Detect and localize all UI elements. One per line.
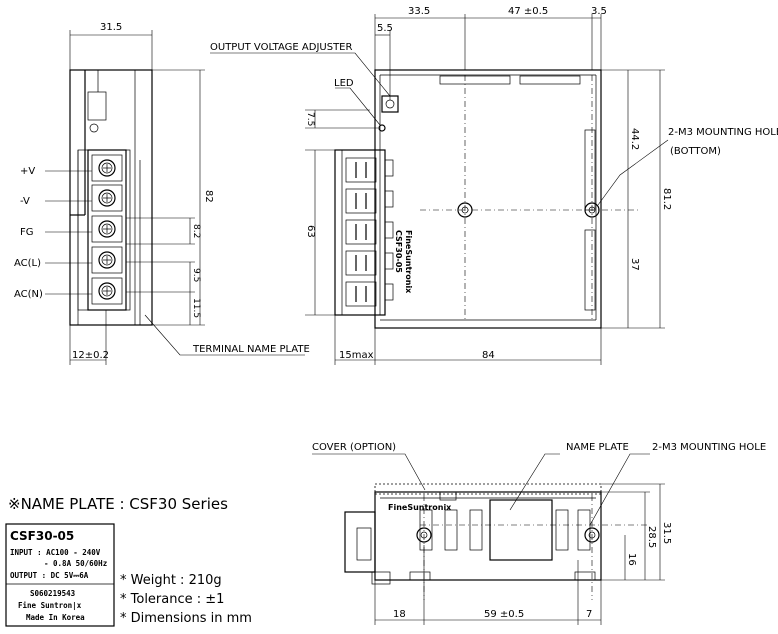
name-plate-heading: ※NAME PLATE : CSF30 Series	[8, 495, 228, 513]
dim-63: 63	[305, 225, 316, 238]
top-terminal-block	[334, 149, 386, 316]
name-plate-section: ※NAME PLATE : CSF30 Series CSF30-05 INPU…	[5, 495, 252, 627]
dim-44-2: 44.2	[629, 128, 640, 150]
dim-side-b: 9.5	[191, 268, 201, 282]
dim-adjuster: 5.5	[377, 23, 393, 34]
dim-15max: 15max	[339, 350, 374, 361]
note-weight: * Weight : 210g	[120, 573, 222, 588]
plate-model: CSF30-05	[10, 529, 74, 543]
mounting-hole-right	[584, 202, 600, 218]
dim-led: 7.5	[305, 112, 315, 126]
dim-7: 7	[586, 609, 592, 620]
plate-origin: Made In Korea	[26, 613, 85, 622]
plate-input-2: - 0.8A 50/60Hz	[44, 559, 107, 568]
note-tolerance: * Tolerance : ±1	[120, 592, 224, 607]
dim-side-terminal-offset: 12±0.2	[72, 350, 109, 361]
mounting-hole-label: 2-M3 MOUNTING HOLE	[668, 127, 778, 138]
top-model-vertical: CSF30-05	[394, 230, 403, 273]
top-view: 33.5 47 ±0.5 3.5 5.5 7.5 OUTPUT VOLTAGE …	[210, 6, 778, 365]
dim-16: 16	[626, 553, 637, 566]
terminal-screws	[91, 154, 123, 305]
plate-serial: S060219543	[30, 589, 76, 598]
front-mounting-hole-label: 2-M3 MOUNTING HOLE	[652, 442, 766, 453]
mounting-hole-sub: (BOTTOM)	[670, 146, 721, 157]
terminal-name-plate-label: TERMINAL NAME PLATE	[192, 344, 310, 355]
dim-top-mid: 47 ±0.5	[508, 6, 548, 17]
dim-37: 37	[629, 258, 640, 271]
top-brand-vertical: FineSuntronix	[404, 230, 413, 294]
dim-84: 84	[482, 350, 495, 361]
terminal-block	[87, 149, 127, 311]
side-body	[69, 69, 153, 326]
terminal-label-pos: +V	[20, 166, 35, 177]
terminal-label-neg: -V	[20, 196, 30, 207]
cover-option-label: COVER (OPTION)	[312, 442, 396, 453]
plate-maker: Fine Suntron|x	[18, 601, 82, 611]
terminal-label-fg: FG	[20, 227, 34, 238]
dim-18: 18	[393, 609, 406, 620]
dim-side-height: 82	[203, 190, 214, 203]
terminal-label-acn: AC(N)	[14, 289, 43, 300]
dim-59: 59 ±0.5	[484, 609, 524, 620]
plate-output: OUTPUT : DC 5V⎓6A	[10, 571, 89, 580]
front-view: COVER (OPTION) NAME PLATE 2-M3 MOUNTING …	[312, 442, 766, 625]
output-voltage-adjuster-label: OUTPUT VOLTAGE ADJUSTER	[210, 42, 352, 53]
led-label: LED	[334, 78, 354, 89]
dim-31-5: 31.5	[661, 522, 672, 544]
dim-side-a: 8.2	[191, 224, 201, 238]
dim-top-right: 3.5	[591, 6, 607, 17]
note-dimensions: * Dimensions in mm	[120, 611, 252, 626]
side-view: 31.5 +V	[14, 22, 310, 365]
front-brand: FineSuntronix	[388, 503, 452, 512]
dim-28-5: 28.5	[646, 526, 657, 548]
terminal-label-acl: AC(L)	[14, 258, 41, 269]
dim-side-c: 11.5	[191, 298, 201, 318]
dim-side-width: 31.5	[100, 22, 122, 33]
name-plate-box	[5, 523, 115, 627]
mounting-hole-left	[457, 202, 473, 218]
front-name-plate	[489, 499, 553, 561]
dim-top-left: 33.5	[408, 6, 430, 17]
dim-81-2: 81.2	[661, 188, 672, 210]
led-indicator	[378, 124, 386, 132]
plate-input-1: INPUT : AC100 - 240V	[10, 548, 101, 557]
front-name-plate-label: NAME PLATE	[566, 442, 629, 453]
top-body	[374, 69, 602, 329]
